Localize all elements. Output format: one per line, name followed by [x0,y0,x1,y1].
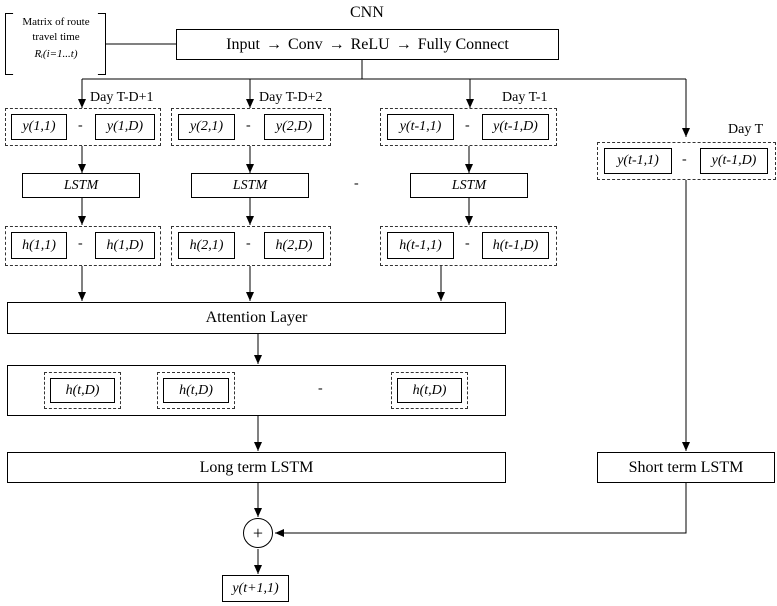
dayT-input-group [597,142,776,180]
cnn-step-relu: ReLU [350,35,390,53]
day2-h-dash: - [246,236,251,251]
arrow-icon: → [395,35,412,53]
day3-h-first: h(t-1,1) [387,232,454,259]
day1-label: Day T-D+1 [90,90,154,105]
lstm-row-dash: - [354,176,359,191]
day2-h-first: h(2,1) [178,232,235,259]
short-term-lstm: Short term LSTM [597,452,775,483]
day1-h-last: h(1,D) [95,232,155,259]
day2-label: Day T-D+2 [259,90,323,105]
day1-hidden-group [5,226,161,266]
day1-h-dash: - [78,236,83,251]
day1-y-last: y(1,D) [95,114,155,140]
day1-input-group [5,108,161,146]
day1-y-dash: - [78,118,83,133]
ht-group-1 [44,372,121,409]
dayT-y-dash: - [682,152,687,167]
arrow-icon: → [328,35,345,53]
long-term-lstm: Long term LSTM [7,452,506,483]
cnn-title: CNN [350,4,384,21]
ht-item-1: h(t,D) [50,378,115,403]
dayT-y-first: y(t-1,1) [604,148,672,174]
dayT-y-last: y(t-1,D) [700,148,768,174]
cnn-step-fc: Fully Connect [417,35,509,53]
day3-input-group [380,108,557,146]
day3-lstm: LSTM [410,173,528,198]
matrix-line1: Matrix of route [22,16,90,28]
sum-node: + [243,518,273,548]
day3-y-last: y(t-1,D) [482,114,549,140]
day2-y-first: y(2,1) [178,114,235,140]
day3-y-dash: - [465,118,470,133]
day1-lstm: LSTM [22,173,140,198]
ht-item-3: h(t,D) [397,378,462,403]
cnn-step-input: Input [226,35,260,53]
ht-item-2: h(t,D) [163,378,229,403]
attention-layer: Attention Layer [7,302,506,334]
matrix-formula: Rᵢ(i=1...t) [34,48,78,60]
day3-hidden-group [380,226,557,266]
day3-h-last: h(t-1,D) [482,232,549,259]
arrow-short-plus [275,483,687,537]
day2-hidden-group [171,226,331,266]
day2-h-last: h(2,D) [264,232,324,259]
dayT-label: Day T [728,122,764,137]
day2-lstm: LSTM [191,173,309,198]
day2-input-group [171,108,331,146]
cnn-step-conv: Conv [287,35,323,53]
day3-label: Day T-1 [502,90,548,105]
arrow-icon: → [265,35,282,53]
ht-group-2 [157,372,235,409]
ht-group-3 [391,372,468,409]
ht-dash: - [318,381,323,396]
cnn-pipeline-box: Input → Conv → ReLU → Fully Connect [176,29,559,60]
output-box: y(t+1,1) [222,575,289,602]
day1-y-first: y(1,1) [11,114,67,140]
day3-y-first: y(t-1,1) [387,114,454,140]
day1-h-first: h(1,1) [11,232,67,259]
matrix-line2: travel time [32,31,80,43]
day2-y-dash: - [246,118,251,133]
day3-h-dash: - [465,236,470,251]
day2-y-last: y(2,D) [264,114,324,140]
